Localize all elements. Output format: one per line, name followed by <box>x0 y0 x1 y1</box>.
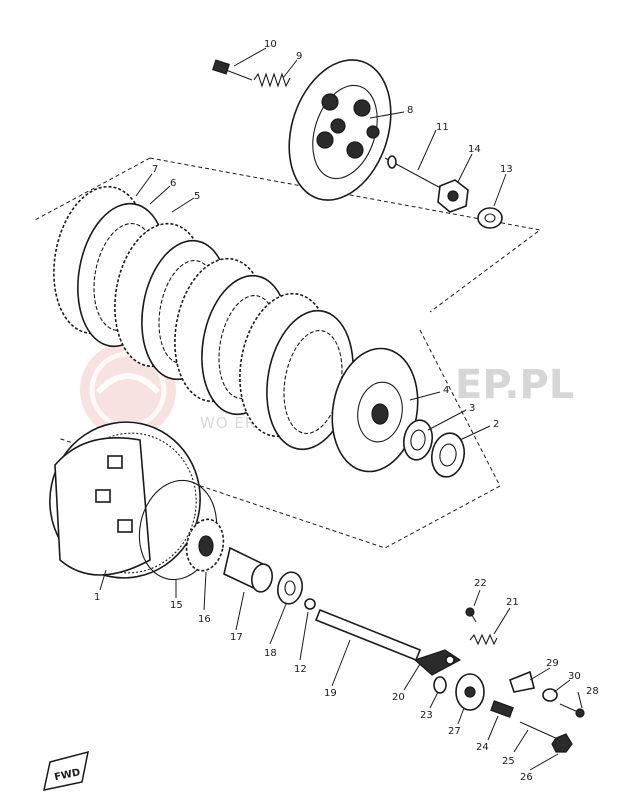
lever-shaft-27 <box>455 673 485 711</box>
small-screw-22 <box>465 607 477 623</box>
label-22: 22 <box>474 578 487 589</box>
label-27: 27 <box>448 726 461 737</box>
primary-drive-gear <box>185 518 225 572</box>
part-labels: 10 9 8 11 14 13 7 6 5 4 3 2 1 15 16 17 1… <box>94 39 599 783</box>
nut-26 <box>551 733 573 753</box>
label-7: 7 <box>152 164 158 175</box>
label-11: 11 <box>436 122 449 133</box>
label-3: 3 <box>469 403 475 414</box>
thrust-washer <box>402 419 434 461</box>
label-19: 19 <box>324 688 337 699</box>
push-rod <box>384 155 449 193</box>
label-2: 2 <box>493 419 499 430</box>
clutch-spring <box>253 72 291 88</box>
label-18: 18 <box>264 648 277 659</box>
label-9: 9 <box>296 51 302 62</box>
clutch-plate-stack <box>53 185 354 451</box>
label-12: 12 <box>294 664 307 675</box>
lock-washer-boss <box>430 432 466 478</box>
label-10: 10 <box>264 39 277 50</box>
lock-washer <box>477 207 503 229</box>
label-14: 14 <box>468 144 481 155</box>
leader-lines <box>99 47 583 771</box>
clutch-screw <box>212 59 253 81</box>
label-24: 24 <box>476 742 489 753</box>
pressure-plate <box>288 59 392 201</box>
spacer <box>223 546 274 593</box>
label-1: 1 <box>94 592 100 603</box>
fwd-badge: FWD <box>43 750 89 791</box>
label-13: 13 <box>500 164 513 175</box>
label-25: 25 <box>502 756 515 767</box>
watermark-main-text: EP.PL <box>455 362 574 408</box>
label-8: 8 <box>407 105 413 116</box>
clutch-housing <box>49 421 201 579</box>
adjuster-24 <box>490 700 514 718</box>
plate-29 <box>509 670 535 693</box>
label-28: 28 <box>586 686 599 697</box>
washer-30 <box>542 688 558 702</box>
washer-18 <box>276 571 304 605</box>
lever-spring <box>469 633 498 646</box>
label-23: 23 <box>420 710 433 721</box>
label-17: 17 <box>230 632 243 643</box>
washer-23 <box>433 676 447 694</box>
label-6: 6 <box>170 178 176 189</box>
label-16: 16 <box>198 614 211 625</box>
label-21: 21 <box>506 597 519 608</box>
screw-28 <box>559 703 585 718</box>
label-30: 30 <box>568 671 581 682</box>
label-20: 20 <box>392 692 405 703</box>
lock-nut <box>437 179 469 213</box>
clutch-boss <box>331 347 419 473</box>
steel-ball <box>304 598 316 610</box>
label-29: 29 <box>546 658 559 669</box>
adjust-screw-25 <box>519 721 561 741</box>
svg-text:FWD: FWD <box>53 767 81 783</box>
assembly-outline-upper <box>34 157 542 313</box>
label-26: 26 <box>520 772 533 783</box>
label-4: 4 <box>443 385 449 396</box>
push-rod-long <box>314 608 422 662</box>
label-5: 5 <box>194 191 200 202</box>
push-lever <box>413 649 462 676</box>
label-15: 15 <box>170 600 183 611</box>
